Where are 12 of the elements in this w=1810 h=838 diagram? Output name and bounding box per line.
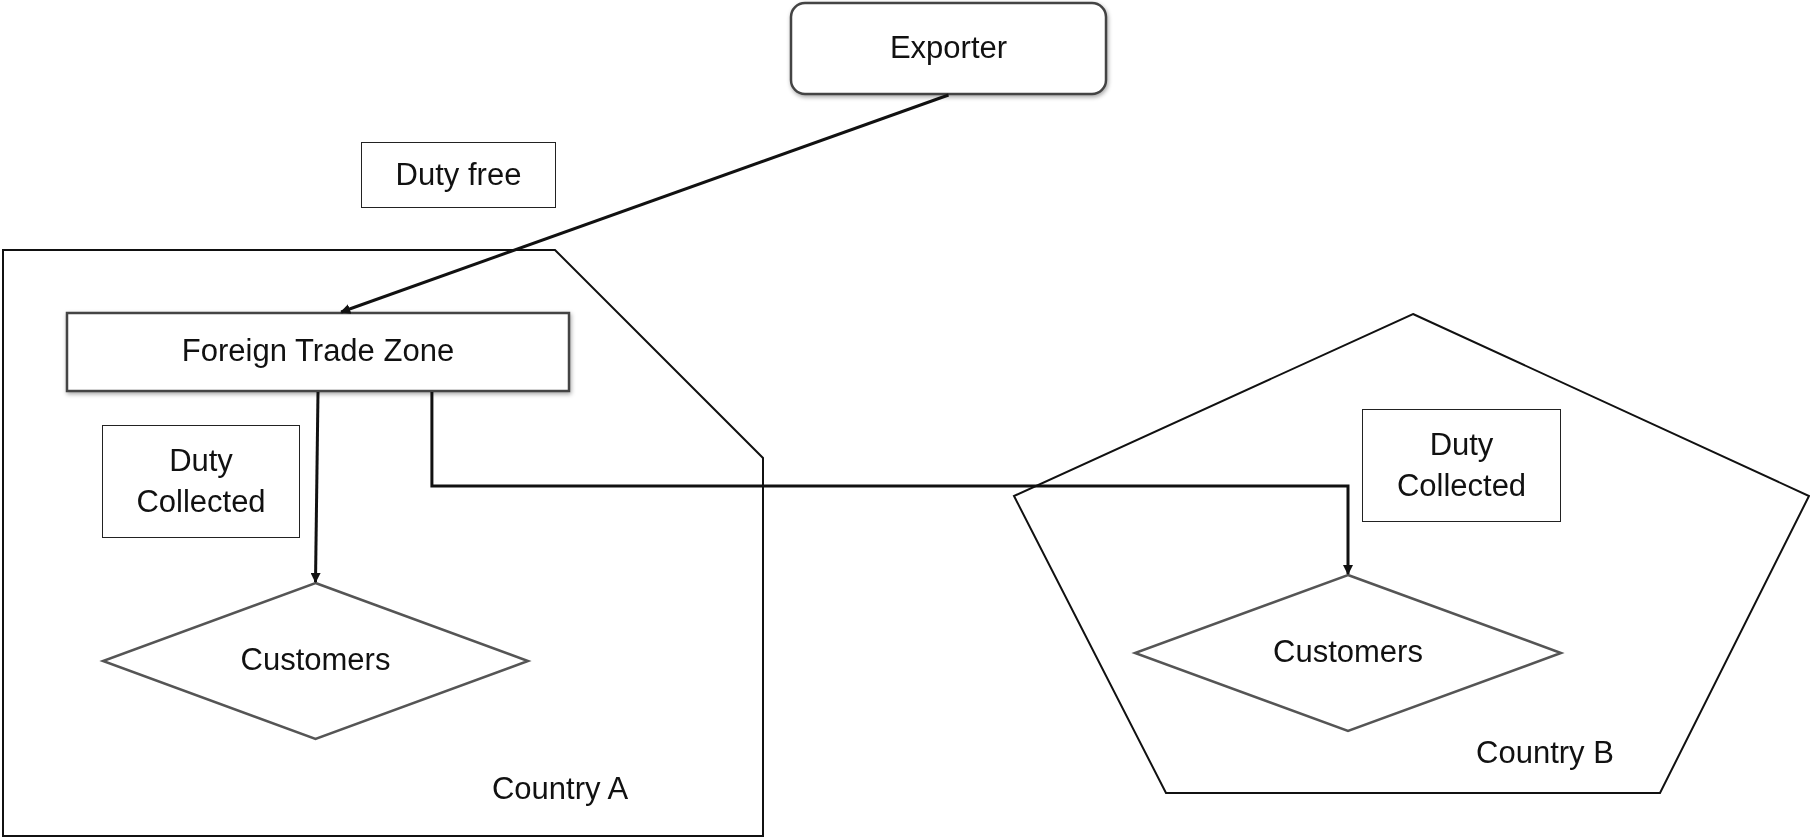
node-label: Exporter	[888, 28, 1009, 67]
arrow	[430, 392, 1353, 575]
region-label: Country B	[1475, 734, 1615, 772]
edge-label: Duty free	[361, 142, 556, 208]
edge-label: Duty Collected	[1362, 409, 1561, 522]
arrow	[310, 391, 321, 583]
edge-label: Duty Collected	[102, 425, 300, 538]
node-label: Foreign Trade Zone	[180, 332, 456, 370]
node-label: Customers	[1272, 633, 1424, 671]
arrow	[340, 93, 949, 314]
node-label: Customers	[239, 641, 392, 679]
region-label: Country A	[490, 770, 630, 808]
